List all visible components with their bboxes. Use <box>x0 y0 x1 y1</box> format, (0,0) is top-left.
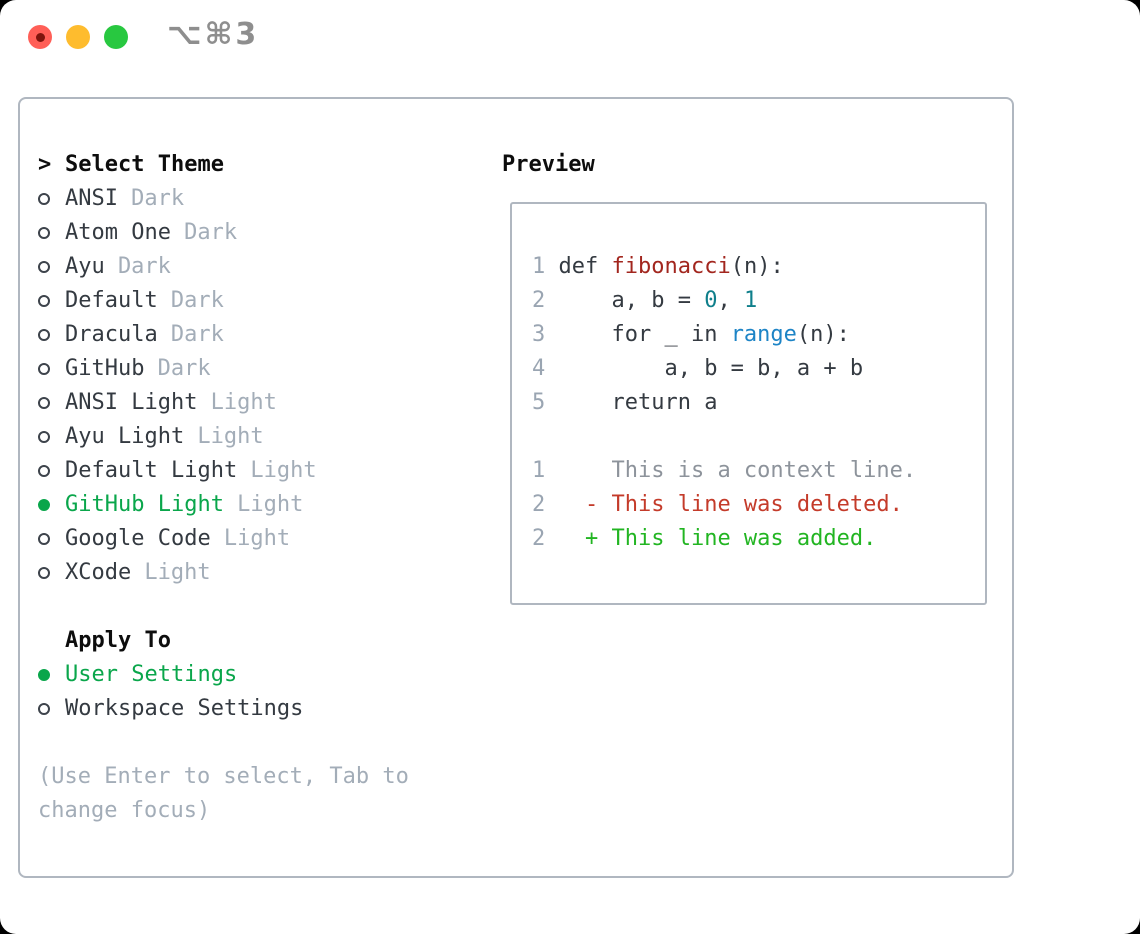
zoom-button-icon[interactable] <box>104 25 128 49</box>
option-variant-label: Dark <box>157 356 211 381</box>
minimize-button-icon[interactable] <box>66 25 90 49</box>
option-label: Atom One <box>65 220 171 245</box>
keyboard-hint: (Use Enter to select, Tab to change focu… <box>38 764 409 823</box>
code-preview: 1 def fibonacci(n): 2 a, b = 0, 1 3 for _ … <box>512 204 985 556</box>
option-variant-label: Light <box>250 458 317 483</box>
apply-to-header: Apply To <box>38 624 303 658</box>
option-label: ANSI <box>65 186 118 211</box>
line-number: 4 <box>532 356 546 381</box>
code-line: 2 + This line was added. <box>532 526 877 551</box>
code-line: 4 a, b = b, a + b <box>532 356 864 381</box>
line-number: 2 <box>532 492 546 517</box>
traffic-lights <box>28 25 128 49</box>
radio-selected-icon <box>38 499 65 511</box>
radio-icon <box>38 465 65 477</box>
radio-icon <box>38 363 65 375</box>
radio-icon <box>38 193 65 205</box>
option-variant-label: Dark <box>117 254 171 279</box>
prompt-marker: > <box>38 148 65 182</box>
titlebar: ⌥⌘3 <box>0 0 1140 75</box>
radio-icon <box>38 295 65 307</box>
theme-option-ansi-light[interactable]: ANSI Light Light <box>38 386 317 420</box>
preview-box: 1 def fibonacci(n): 2 a, b = 0, 1 3 for _ … <box>510 202 987 605</box>
option-variant-label: Light <box>197 424 264 449</box>
theme-option-github[interactable]: GitHub Dark <box>38 352 317 386</box>
option-label: User Settings <box>65 662 238 687</box>
code-line: 2 - This line was deleted. <box>532 492 903 517</box>
option-variant-label: Dark <box>131 186 185 211</box>
option-label: Ayu Light <box>65 424 185 449</box>
theme-option-github-light[interactable]: GitHub Light Light <box>38 488 317 522</box>
radio-icon <box>38 431 65 443</box>
option-label: Ayu <box>65 254 105 279</box>
theme-option-atom-one[interactable]: Atom One Dark <box>38 216 317 250</box>
code-line: 2 a, b = 0, 1 <box>532 288 758 313</box>
option-variant-label: Light <box>223 526 291 551</box>
option-label: Dracula <box>65 322 158 347</box>
code-line: 3 for _ in range(n): <box>532 322 850 347</box>
theme-list-title: Select Theme <box>65 152 224 177</box>
theme-option-ayu[interactable]: Ayu Dark <box>38 250 317 284</box>
theme-option-ansi[interactable]: ANSI Dark <box>38 182 317 216</box>
line-number: 3 <box>532 322 546 347</box>
window-shortcut-label: ⌥⌘3 <box>167 17 260 52</box>
radio-icon <box>38 329 65 341</box>
prompt-icon: > <box>38 152 52 177</box>
line-number: 1 <box>532 458 546 483</box>
option-label: XCode <box>65 560 132 585</box>
radio-selected-icon <box>38 669 65 681</box>
radio-icon <box>38 533 65 545</box>
option-label: Default Light <box>65 458 238 483</box>
theme-option-ayu-light[interactable]: Ayu Light Light <box>38 420 317 454</box>
line-number: 2 <box>532 526 546 551</box>
option-variant-label: Light <box>210 390 277 415</box>
line-number: 1 <box>532 254 546 279</box>
radio-icon <box>38 703 65 715</box>
theme-list-header: > Select Theme <box>38 148 317 182</box>
line-number: 2 <box>532 288 546 313</box>
option-variant-label: Dark <box>170 322 224 347</box>
radio-icon <box>38 227 65 239</box>
theme-option-default[interactable]: Default Dark <box>38 284 317 318</box>
code-line: 5 return a <box>532 390 718 415</box>
option-variant-label: Dark <box>170 288 224 313</box>
preview-title: Preview <box>502 152 595 177</box>
apply-option-user-settings[interactable]: User Settings <box>38 658 303 692</box>
option-label: ANSI Light <box>65 390 198 415</box>
option-label: GitHub <box>65 356 145 381</box>
theme-option-default-light[interactable]: Default Light Light <box>38 454 317 488</box>
code-line <box>532 420 977 454</box>
option-variant-label: Light <box>144 560 211 585</box>
theme-option-xcode[interactable]: XCode Light <box>38 556 317 590</box>
option-label: Workspace Settings <box>65 696 304 721</box>
close-button-icon[interactable] <box>28 25 52 49</box>
option-label: GitHub Light <box>65 492 224 517</box>
option-variant-label: Light <box>237 492 304 517</box>
theme-option-google-code[interactable]: Google Code Light <box>38 522 317 556</box>
apply-option-workspace-settings[interactable]: Workspace Settings <box>38 692 303 726</box>
option-label: Default <box>65 288 158 313</box>
code-line: 1 def fibonacci(n): <box>532 254 784 279</box>
option-label: Google Code <box>65 526 211 551</box>
radio-icon <box>38 567 65 579</box>
radio-icon <box>38 397 65 409</box>
code-line: 1 This is a context line. <box>532 458 917 483</box>
radio-icon <box>38 261 65 273</box>
apply-to-title: Apply To <box>65 628 171 653</box>
option-variant-label: Dark <box>184 220 238 245</box>
theme-option-dracula[interactable]: Dracula Dark <box>38 318 317 352</box>
line-number: 5 <box>532 390 546 415</box>
